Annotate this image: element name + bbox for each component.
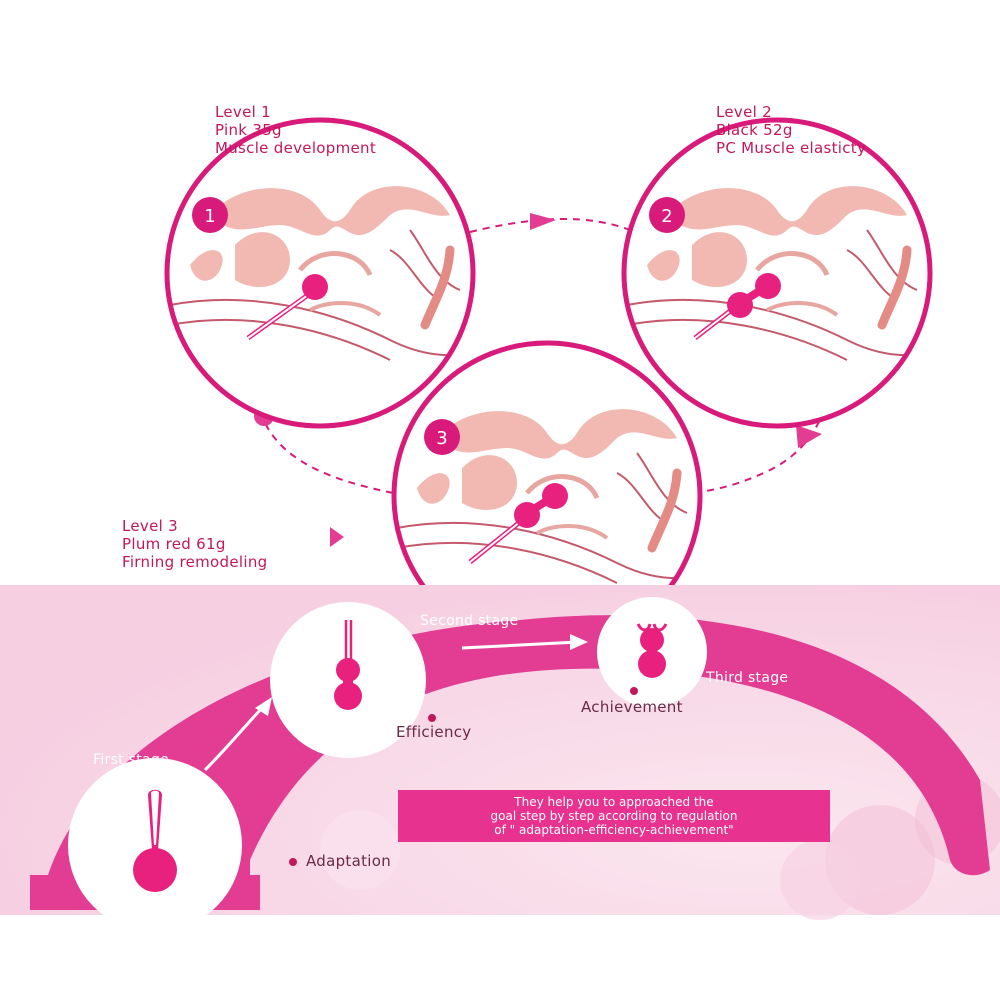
level-1-weight: Pink 35g — [215, 121, 282, 139]
level-1-diagram: 1 — [164, 117, 476, 429]
level-2-badge — [649, 197, 685, 233]
level-1-badge-number: 1 — [204, 206, 215, 227]
kegel-ball — [336, 658, 360, 682]
kegel-ball — [133, 848, 177, 892]
arrow-second-to-third — [461, 640, 579, 650]
level-3-badge — [424, 419, 460, 455]
efficiency-label: Efficiency — [396, 723, 472, 741]
first-stage-label: First stage — [93, 752, 170, 768]
level-3-weight: Plum red 61g — [122, 535, 226, 553]
level-2-purpose: PC Muscle elasticty — [716, 139, 867, 157]
second-stage-circle — [270, 602, 426, 758]
level-2-weight: Black 52g — [716, 121, 793, 139]
level-2-label: Level 2 Black 52g PC Muscle elasticty — [716, 103, 866, 157]
regulation-note: They help you to approached the goal ste… — [398, 790, 830, 842]
level-1-badge — [192, 197, 228, 233]
first-stage-circle — [68, 758, 242, 932]
level-3-purpose: Firning remodeling — [122, 553, 268, 571]
dashed-connector-1-2 — [469, 218, 631, 233]
adaptation-label: Adaptation — [306, 852, 392, 870]
kegel-ball — [727, 292, 753, 318]
bullet-achievement — [630, 687, 638, 695]
kegel-ball — [514, 502, 540, 528]
arrow-2-3 — [796, 425, 822, 448]
note-line-1: They help you to approached the — [514, 795, 714, 809]
level-3-diagram: 3 — [391, 340, 703, 652]
level-1-label: Level 1 Pink 35g Muscle development — [215, 103, 376, 157]
level-3-title: Level 3 — [122, 517, 179, 535]
level-2-title: Level 2 — [716, 103, 773, 121]
level-1-purpose: Muscle development — [215, 139, 377, 157]
achievement-label: Achievement — [581, 698, 683, 716]
bullet-efficiency — [428, 714, 436, 722]
level-2-badge-number: 2 — [661, 206, 672, 227]
note-line-2: goal step by step according to regulatio… — [490, 809, 738, 823]
level-3-badge-number: 3 — [436, 428, 447, 449]
level-1-title: Level 1 — [215, 103, 272, 121]
third-stage-label: Third stage — [706, 670, 789, 686]
kegel-ball — [302, 274, 328, 300]
arrow-1-2 — [530, 213, 556, 230]
note-line-3: of " adaptation-efficiency-achievement" — [494, 823, 734, 837]
kegel-ball — [640, 628, 664, 652]
kegel-ball — [638, 650, 666, 678]
second-stage-label: Second stage — [420, 613, 519, 629]
bullet-adaptation — [289, 858, 297, 866]
pointer-level-3 — [330, 527, 344, 547]
level-2-diagram: 2 — [621, 117, 933, 429]
level-3-label: Level 3 Plum red 61g Firning remodeling — [122, 517, 267, 571]
kegel-ball — [334, 682, 362, 710]
third-stage-circle — [597, 597, 707, 707]
